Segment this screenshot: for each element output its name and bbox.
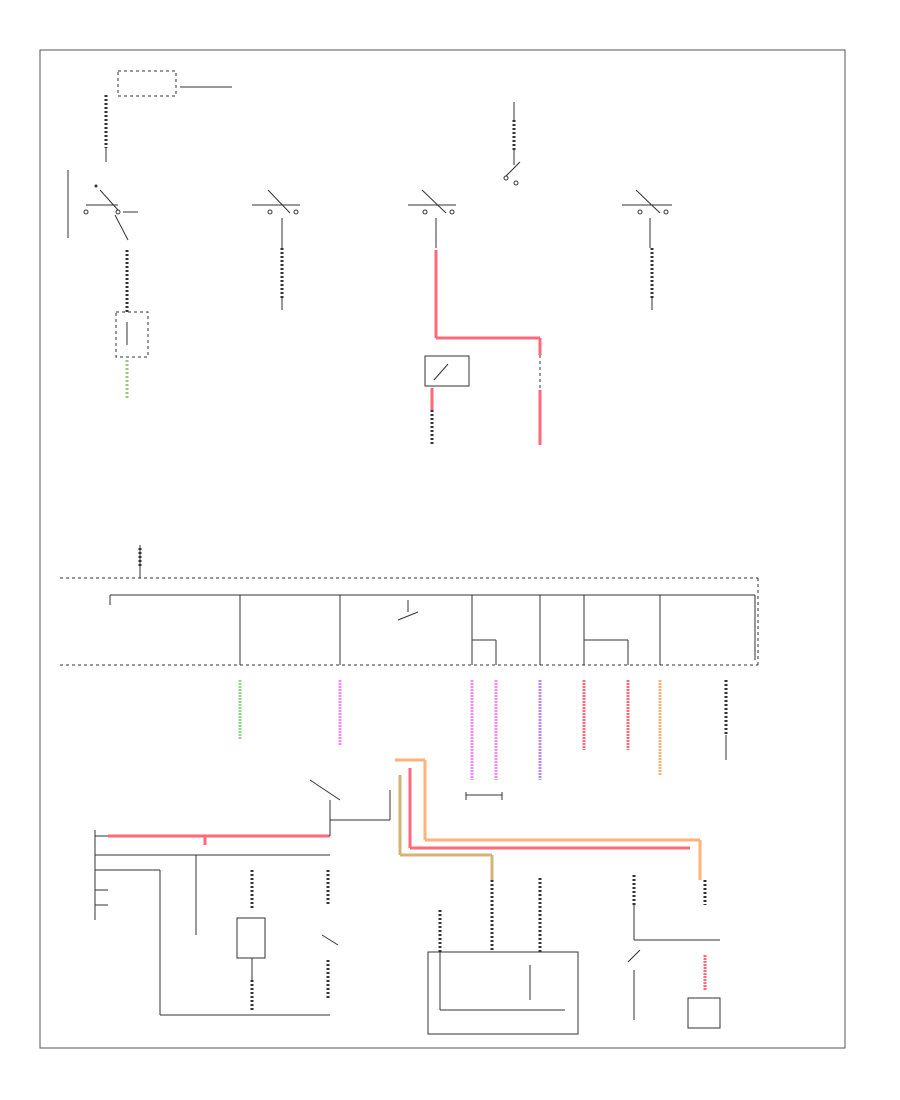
top-center-component — [503, 102, 521, 186]
ignition-switch-4 — [622, 189, 672, 310]
multi-switch — [309, 779, 391, 836]
left-connector-stack — [94, 830, 108, 920]
ignition-switch-3 — [408, 189, 456, 248]
left-lower-wiring — [108, 854, 339, 1016]
relay-box — [424, 355, 470, 387]
top-left-connector — [104, 70, 232, 162]
junction-block — [60, 577, 759, 666]
lower-relay-box — [236, 917, 266, 959]
diagram-frame — [39, 49, 846, 1049]
output-wires — [238, 680, 728, 780]
right-lower-circuit — [627, 875, 721, 1029]
right-component-box — [687, 997, 721, 1029]
ignition-switch-left — [67, 170, 149, 358]
lower-module — [427, 878, 579, 1035]
fuse-drops — [239, 595, 661, 665]
red-feed-circuit — [424, 250, 542, 445]
ground-symbols — [465, 792, 503, 800]
orange-harness — [395, 758, 702, 880]
ignition-switch-2 — [252, 189, 300, 310]
